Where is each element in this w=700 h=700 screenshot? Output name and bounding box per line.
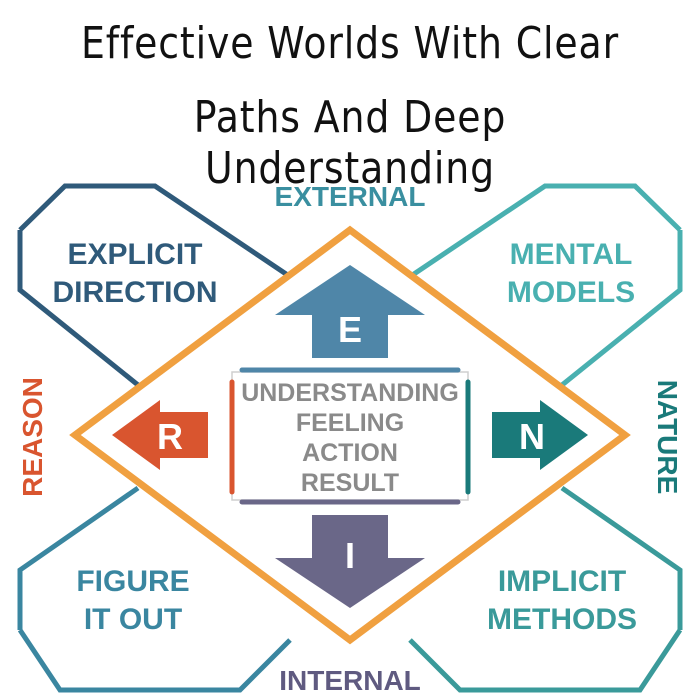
arrow-letter-n: N <box>519 416 545 457</box>
quadrant-top-left-line-1: EXPLICIT <box>67 238 202 271</box>
quadrant-top-right-line-1: MENTAL <box>510 238 633 271</box>
axis-label-internal: INTERNAL <box>279 665 421 696</box>
quadrant-bottom-right-outline <box>560 485 683 630</box>
center-line-1: UNDERSTANDING <box>241 379 459 407</box>
arrow-letter-e: E <box>338 309 362 350</box>
quadrant-top-left-outline-lower <box>17 230 140 387</box>
quadrant-top-right-outline-lower <box>560 230 683 387</box>
arrow-left-reason <box>112 400 208 470</box>
quadrant-bottom-right-outline-lower <box>408 628 683 693</box>
quadrant-bottom-right-line-1: IMPLICIT <box>498 565 626 598</box>
center-line-2: FEELING <box>296 409 404 437</box>
center-box <box>231 371 469 501</box>
title-line-1: Effective Worlds With Clear <box>80 18 619 69</box>
arrow-letter-i: I <box>345 535 355 576</box>
center-line-3: ACTION <box>302 439 398 467</box>
axis-label-nature: NATURE <box>652 380 683 495</box>
axis-label-reason: REASON <box>17 377 48 497</box>
arrow-up-external <box>275 265 425 358</box>
center-line-4: RESULT <box>301 469 399 497</box>
arrow-down-internal <box>275 515 425 608</box>
quadrant-top-left-outline <box>18 183 297 283</box>
quadrant-top-right-outline <box>403 183 682 283</box>
quadrant-top-left-line-2: DIRECTION <box>53 276 218 309</box>
arrow-letter-r: R <box>157 416 183 457</box>
quadrant-top-right-line-2: MODELS <box>507 276 635 309</box>
quadrant-bottom-left-outline <box>17 485 140 630</box>
axis-label-external: EXTERNAL <box>275 181 426 212</box>
arrow-right-nature <box>492 400 588 470</box>
quadrant-bottom-left-line-2: IT OUT <box>84 603 182 636</box>
title-line-2: Paths And Deep Understanding <box>193 92 507 194</box>
quadrant-bottom-left-outline-lower <box>17 628 292 693</box>
quadrant-bottom-right-line-2: METHODS <box>487 603 637 636</box>
quadrant-bottom-left-line-1: FIGURE <box>76 565 189 598</box>
